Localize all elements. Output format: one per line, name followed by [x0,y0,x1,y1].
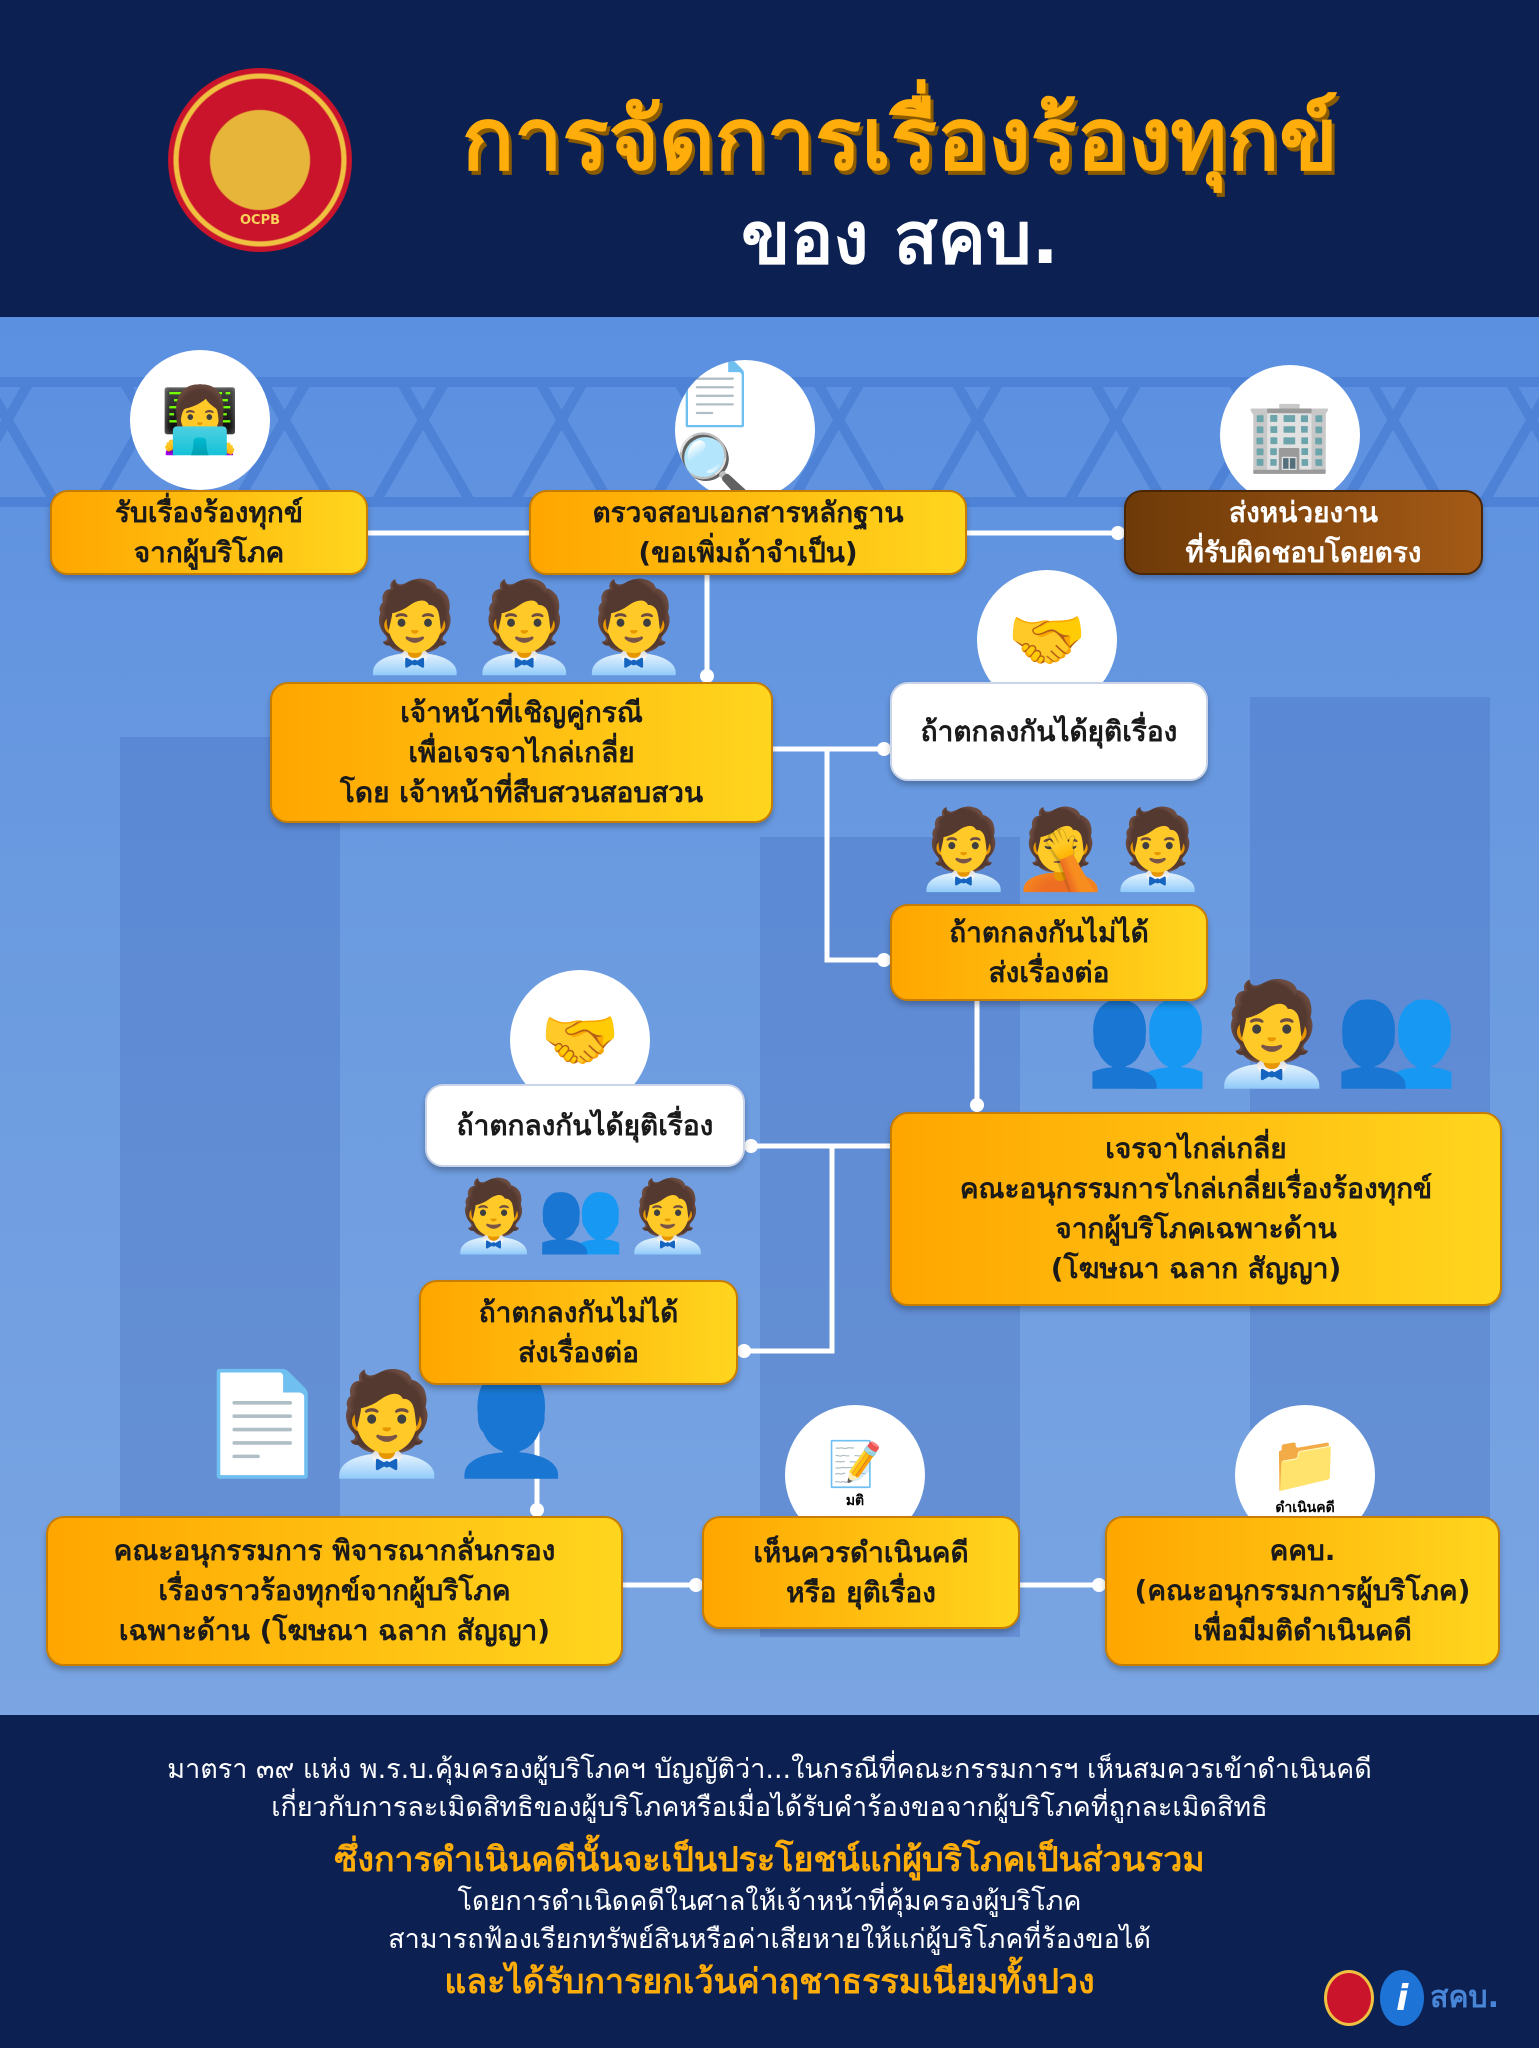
footer-line: เกี่ยวกับการละเมิดสิทธิของผู้บริโภคหรือเ… [271,1792,1268,1823]
step-check-documents: ตรวจสอบเอกสารหลักฐาน(ขอเพิ่มถ้าจำเป็น) [529,490,967,575]
footer-line: สามารถฟ้องเรียกทรัพย์สินหรือค่าเสียหายให… [388,1924,1151,1955]
dispute-people-icon: 🧑‍💼🤦🧑‍💼 [915,805,1207,895]
connector [744,1143,890,1354]
page-subtitle: ของ สคบ. [741,196,1059,280]
outcome-agree-2: ถ้าตกลงกันได้ยุติเรื่อง [425,1084,745,1167]
seal-icon [1324,1970,1375,2026]
step-receive-complaint: รับเรื่องร้องทุกข์จากผู้บริโภค [50,490,368,575]
group-people-icon: 🧑‍💼👥🧑‍💼 [450,1175,712,1257]
step-board-resolution: คคบ.(คณะอนุกรรมการผู้บริโภค)เพื่อมีมติดำ… [1105,1516,1500,1666]
footer-logo: i สคบ. [1324,1970,1499,2026]
connector [773,746,890,963]
negotiation-people-icon: 🧑‍💼🧑‍💼🧑‍💼 [360,575,689,678]
outcome-disagree-2: ถ้าตกลงกันไม่ได้ส่งเรื่องต่อ [419,1280,738,1385]
outcome-disagree-1: ถ้าตกลงกันไม่ได้ส่งเรื่องต่อ [890,904,1208,1001]
footer-highlight: และได้รับการยกเว้นค่าฤชาธรรมเนียมทั้งปวง [444,1962,1095,2002]
step-screening-committee: คณะอนุกรรมการ พิจารณากลั่นกรองเรื่องราวร… [46,1516,623,1666]
footer-highlight: ซึ่งการดำเนินคดีนั้นจะเป็นประโยชน์แก่ผู้… [334,1840,1205,1880]
step-decide-prosecute: เห็นควรดำเนินคดีหรือ ยุติเรื่อง [702,1516,1020,1629]
header: OCPB การจัดการเรื่องร้องทุกข์ ของ สคบ. [0,0,1539,317]
footer-line: โดยการดำเนิดคดีในศาลให้เจ้าหน้าที่คุ้มคร… [457,1886,1082,1917]
step-officer-invite: เจ้าหน้าที่เชิญคู่กรณีเพื่อเจรจาไกล่เกลี… [270,682,773,823]
background-building [120,737,340,1637]
outcome-agree-1: ถ้าตกลงกันได้ยุติเรื่อง [890,682,1208,781]
ocpb-seal-logo: OCPB [168,68,352,252]
call-center-agent-icon: 👩‍💻 [130,350,270,490]
document-magnifier-icon: 📄🔍 [675,360,815,500]
info-icon: i [1380,1970,1425,2026]
footer-line: มาตรา ๓๙ แห่ง พ.ร.บ.คุ้มครองผู้บริโภคฯ บ… [167,1754,1372,1785]
footer-legal-note: มาตรา ๓๙ แห่ง พ.ร.บ.คุ้มครองผู้บริโภคฯ บ… [0,1715,1539,2048]
step-mediation-committee: เจรจาไกล่เกลี่ยคณะอนุกรรมการไกล่เกลี่ยเร… [890,1112,1502,1306]
office-building-icon: 🏢 [1220,365,1360,505]
page-title: การจัดการเรื่องร้องทุกข์ [462,90,1338,190]
step-forward-agency: ส่งหน่วยงานที่รับผิดชอบโดยตรง [1124,490,1483,575]
